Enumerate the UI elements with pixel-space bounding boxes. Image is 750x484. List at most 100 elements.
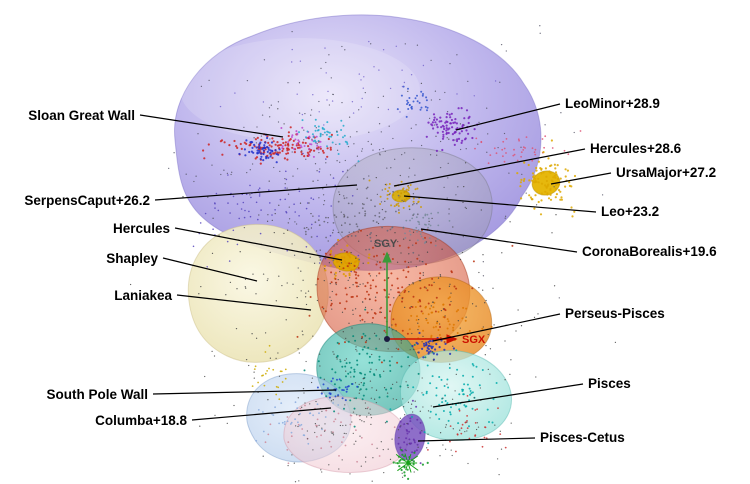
galaxy-dot	[396, 381, 398, 383]
galaxy-dot	[217, 209, 220, 212]
galaxy-dot	[331, 308, 333, 310]
galaxy-dot	[461, 251, 464, 254]
galaxy-dot	[443, 341, 446, 343]
galaxy-dot	[513, 153, 516, 156]
galaxy-dot	[435, 135, 437, 137]
galaxy-dot	[336, 378, 338, 381]
galaxy-dot	[397, 205, 400, 207]
galaxy-dot	[357, 274, 360, 277]
galaxy-dot	[363, 377, 365, 380]
galaxy-dot	[553, 174, 556, 177]
galaxy-dot	[314, 423, 317, 425]
galaxy-dot	[404, 232, 406, 235]
galaxy-dot	[410, 140, 413, 142]
galaxy-dot	[463, 383, 466, 386]
galaxy-dot	[412, 281, 414, 284]
galaxy-dot	[564, 168, 567, 171]
galaxy-dot	[306, 438, 309, 440]
galaxy-dot	[277, 153, 280, 156]
galaxy-dot	[399, 294, 401, 297]
galaxy-dot	[326, 121, 329, 124]
galaxy-dot	[343, 215, 346, 217]
galaxy-dot	[287, 131, 290, 134]
galaxy-dot	[346, 388, 349, 391]
galaxy-dot	[269, 423, 272, 426]
galaxy-dot	[533, 207, 536, 210]
galaxy-dot	[345, 432, 347, 435]
galaxy-dot	[363, 76, 365, 78]
galaxy-dot	[417, 229, 420, 231]
galaxy-dot	[249, 169, 251, 171]
galaxy-dot	[332, 351, 334, 353]
galaxy-dot	[228, 260, 231, 262]
blob-cream-left	[187, 223, 329, 363]
galaxy-dot	[330, 281, 333, 284]
galaxy-dot	[386, 197, 389, 200]
label-south-pole-wall: South Pole Wall	[46, 387, 148, 402]
galaxy-dot	[262, 273, 265, 275]
galaxy-dot	[350, 251, 352, 254]
galaxy-dot	[412, 100, 415, 103]
galaxy-dot	[418, 221, 420, 224]
galaxy-dot	[549, 164, 552, 168]
galaxy-dot	[412, 386, 415, 389]
galaxy-dot	[430, 212, 433, 215]
galaxy-dot	[362, 332, 365, 335]
galaxy-dot	[416, 418, 419, 421]
galaxy-dot	[435, 394, 438, 397]
galaxy-dot	[550, 179, 553, 182]
galaxy-dot	[364, 285, 367, 288]
galaxy-dot	[287, 82, 289, 84]
galaxy-dot	[285, 210, 287, 213]
galaxy-dot	[305, 233, 307, 236]
galaxy-dot	[442, 125, 445, 128]
galaxy-dot	[346, 244, 349, 247]
galaxy-dot	[419, 305, 422, 308]
galaxy-dot	[454, 390, 456, 392]
galaxy-dot	[489, 348, 492, 350]
galaxy-dot	[551, 147, 554, 149]
galaxy-dot	[384, 183, 387, 186]
galaxy-dot	[403, 441, 406, 444]
galaxy-dot	[292, 175, 294, 177]
galaxy-dot	[573, 174, 577, 178]
galaxy-dot	[502, 140, 505, 143]
galaxy-dot	[236, 243, 239, 246]
galaxy-dot	[200, 85, 203, 88]
galaxy-dot	[352, 335, 355, 338]
galaxy-dot	[317, 125, 320, 128]
galaxy-dot	[275, 393, 278, 396]
galaxy-dot	[505, 50, 507, 52]
galaxy-dot	[312, 155, 315, 158]
galaxy-dot	[446, 383, 448, 385]
galaxy-dot	[380, 240, 383, 243]
galaxy-dot	[199, 425, 201, 427]
galaxy-dot	[293, 147, 296, 150]
galaxy-dot	[397, 348, 400, 351]
galaxy-dot	[296, 335, 299, 338]
galaxy-dot	[437, 224, 440, 227]
galaxy-dot	[480, 209, 482, 211]
galaxy-dot	[315, 250, 318, 252]
galaxy-dot	[447, 419, 450, 422]
galaxy-dot	[383, 268, 386, 270]
galaxy-dot	[366, 290, 368, 293]
galaxy-dot	[443, 385, 446, 387]
galaxy-dot	[364, 306, 367, 309]
galaxy-dot	[321, 410, 323, 413]
galaxy-dot	[338, 378, 341, 381]
galaxy-dot	[429, 382, 432, 385]
galaxy-dot	[356, 363, 359, 366]
galaxy-dot	[531, 147, 534, 150]
galaxy-dot	[509, 373, 511, 376]
galaxy-dot	[346, 253, 349, 256]
galaxy-dot	[557, 189, 561, 192]
galaxy-dot	[369, 236, 372, 239]
galaxy-dot	[378, 396, 381, 399]
galaxy-dot	[474, 147, 476, 150]
galaxy-dot	[369, 275, 372, 277]
label-pisces: Pisces	[588, 376, 631, 391]
galaxy-dot	[359, 283, 361, 286]
galaxy-dot	[544, 190, 547, 193]
galaxy-dot	[353, 265, 356, 267]
